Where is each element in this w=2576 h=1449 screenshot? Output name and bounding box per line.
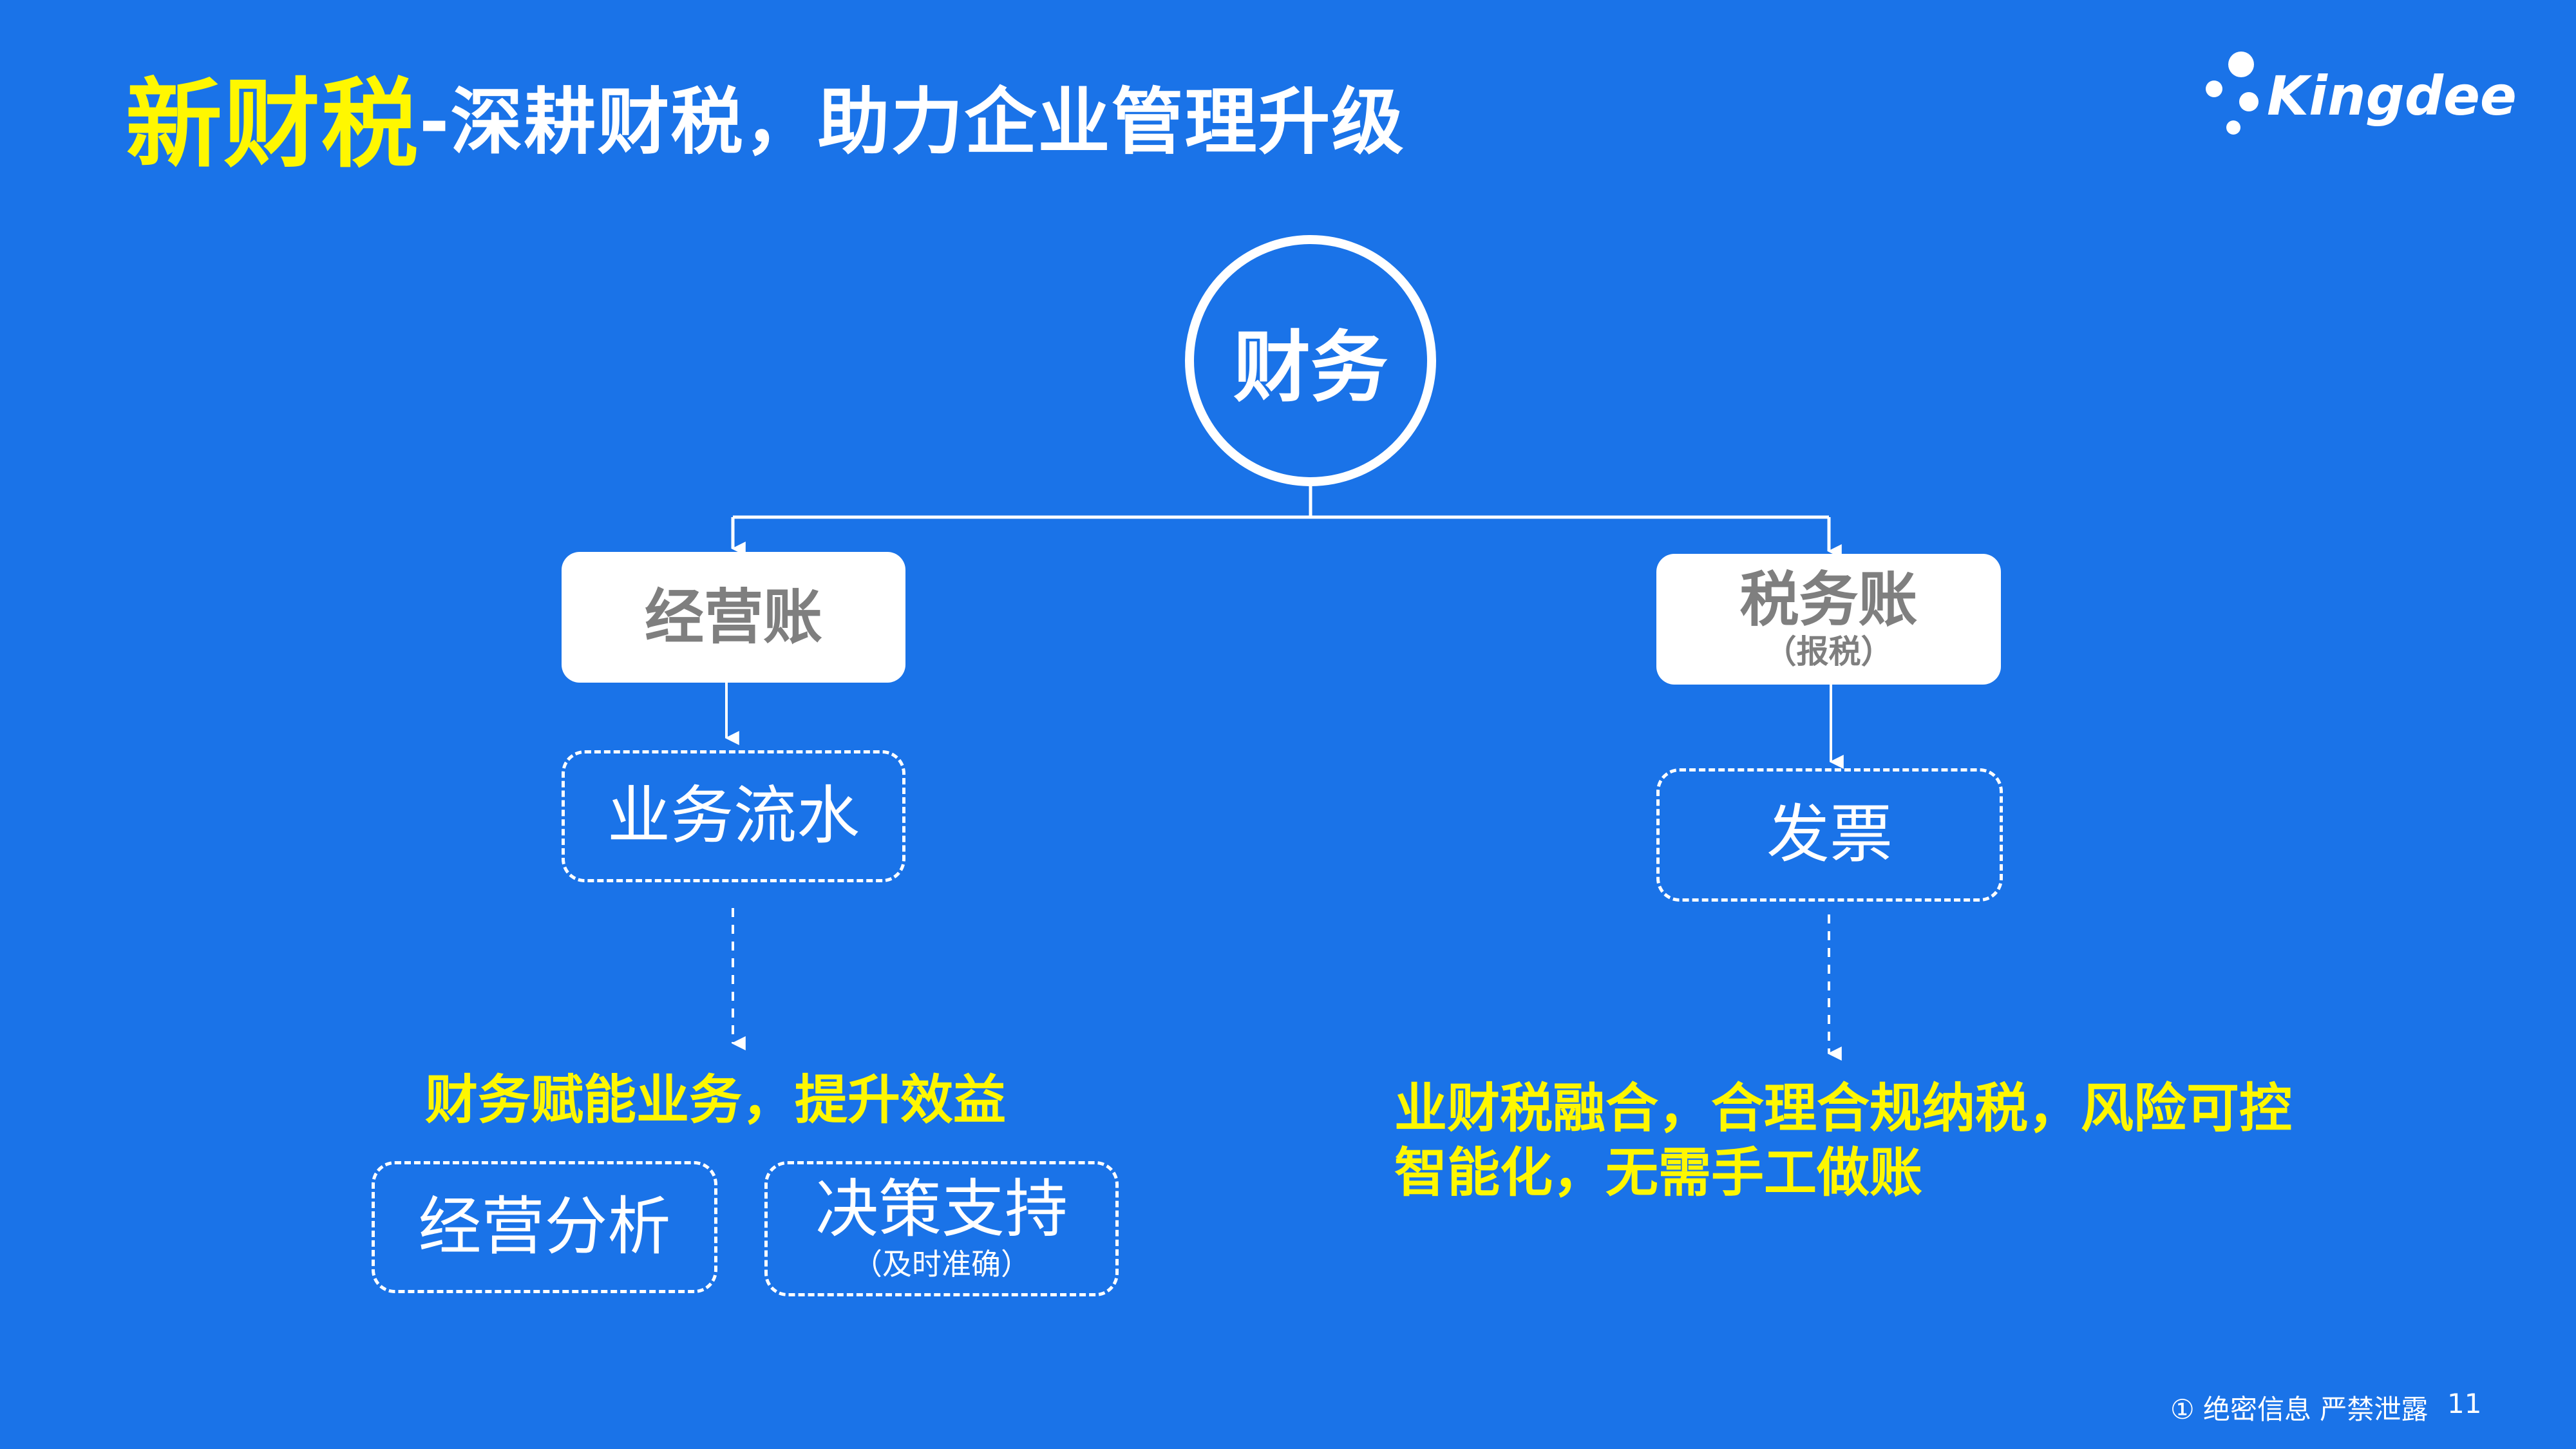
box-tax-account: 税务账 （报税） [1656, 554, 2001, 685]
title-rest: -深耕财税，助力企业管理升级 [419, 80, 1405, 164]
title-accent: 新财税 [126, 68, 420, 181]
box-decision-support-sublabel: （及时准确） [853, 1247, 1030, 1282]
box-operating-account: 经营账 [562, 552, 905, 683]
box-tax-account-label: 税务账 [1739, 565, 1918, 634]
box-operating-analysis: 经营分析 [372, 1161, 717, 1293]
box-business-flow: 业务流水 [562, 750, 905, 882]
box-operating-account-label: 经营账 [644, 582, 822, 652]
box-invoice-label: 发票 [1766, 797, 1893, 871]
box-operating-analysis-label: 经营分析 [418, 1189, 671, 1264]
root-node-finance: 财务 [1185, 235, 1436, 486]
page-title: 新财税 -深耕财税，助力企业管理升级 [126, 55, 1405, 181]
box-business-flow-label: 业务流水 [607, 779, 860, 853]
logo-text: Kingdee [2267, 64, 2517, 128]
box-decision-support-label: 决策支持 [815, 1172, 1068, 1246]
box-decision-support: 决策支持 （及时准确） [764, 1161, 1119, 1296]
root-node-label: 财务 [1233, 323, 1388, 413]
kingdee-logo-icon [2206, 52, 2259, 135]
box-tax-account-sublabel: （报税） [1764, 633, 1893, 671]
right-result-line-2: 智能化，无需手工做账 [1394, 1142, 1923, 1204]
right-result-line-1: 业财税融合，合理合规纳税，风险可控 [1394, 1078, 2293, 1139]
confidential-notice: ① 绝密信息 严禁泄露 [2170, 1394, 2429, 1425]
left-result-text: 财务赋能业务，提升效益 [425, 1070, 1007, 1131]
page-number: 11 [2447, 1388, 2482, 1419]
box-invoice: 发票 [1656, 768, 2003, 902]
